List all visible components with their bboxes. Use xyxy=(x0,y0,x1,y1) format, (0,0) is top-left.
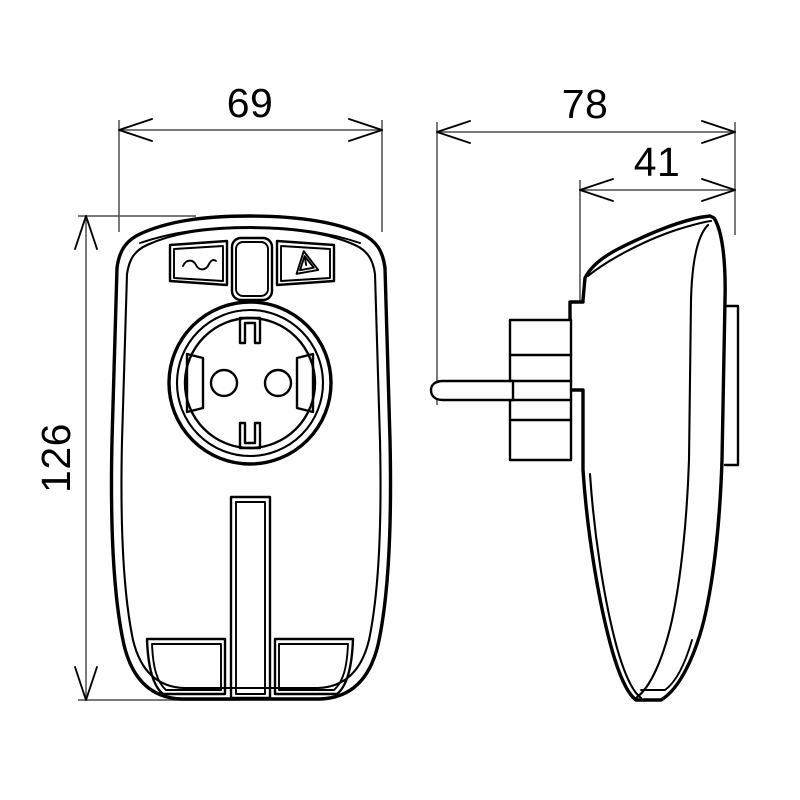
lower-right-panel-inner xyxy=(278,643,349,691)
socket-earth-contact-right xyxy=(295,352,315,414)
side-view xyxy=(429,214,740,702)
housing-inner-outline xyxy=(120,226,382,690)
lower-right-panel xyxy=(273,637,355,696)
dimension-height-126: 126 xyxy=(33,215,240,701)
arrowhead-right-icon xyxy=(701,120,736,144)
warning-triangle-inner xyxy=(299,255,315,272)
dimension-label-78: 78 xyxy=(562,81,609,127)
housing-profile-inner-curve xyxy=(634,223,710,700)
status-window-right-frame xyxy=(275,239,336,287)
socket-pin-hole-left xyxy=(209,368,239,398)
lower-left-panel-inner xyxy=(151,643,222,691)
dimension-depth-41: 41 xyxy=(579,139,736,320)
status-window-right-inner xyxy=(280,245,331,282)
warning-triangle-outer xyxy=(295,250,320,275)
socket-middle-ring xyxy=(175,308,325,458)
warning-triangle-icon xyxy=(295,250,320,275)
status-window-left-frame xyxy=(168,239,229,287)
lower-center-strip-inner xyxy=(235,501,266,695)
rear-edge-tab xyxy=(723,304,740,467)
warning-exclamation-bar xyxy=(304,258,308,266)
lower-center-strip-outline xyxy=(229,495,272,700)
lower-center-strip xyxy=(229,495,272,700)
status-window-right xyxy=(275,239,336,287)
center-button-outline[interactable] xyxy=(230,236,274,302)
plug-boss-outline xyxy=(508,318,573,462)
housing-bottom-lip xyxy=(640,639,693,691)
housing-lower-bezel-sweep xyxy=(588,472,643,700)
arrowhead-right-icon xyxy=(348,118,383,142)
arrowhead-bottom-icon xyxy=(74,666,98,701)
dimension-label-126: 126 xyxy=(33,423,79,493)
plug-pin xyxy=(429,379,515,402)
arrowhead-left-icon xyxy=(579,178,614,202)
center-button[interactable] xyxy=(230,236,274,302)
arrowhead-left-icon xyxy=(118,118,153,142)
socket-slot-bottom xyxy=(238,421,262,450)
schuko-socket xyxy=(167,300,333,466)
lower-left-panel-outline xyxy=(145,637,227,696)
arrowhead-right-icon xyxy=(701,178,736,202)
socket-slot-top xyxy=(238,316,262,345)
housing-profile-outline xyxy=(568,214,727,702)
lower-right-panel-outline xyxy=(273,637,355,696)
socket-outer-ring xyxy=(167,300,333,466)
lower-left-panel xyxy=(145,637,227,696)
front-view xyxy=(109,214,393,701)
housing-front-bezel-sweep xyxy=(586,219,713,278)
status-window-left xyxy=(168,239,229,287)
arrowhead-left-icon xyxy=(436,120,471,144)
dimension-width-69: 69 xyxy=(118,80,383,232)
dimension-depth-78: 78 xyxy=(436,81,736,405)
dimension-label-69: 69 xyxy=(227,80,274,126)
status-window-left-inner xyxy=(173,245,224,282)
socket-earth-contact-left xyxy=(185,352,205,414)
top-face-line xyxy=(139,226,361,244)
socket-pin-hole-right xyxy=(263,368,293,398)
sine-wave-icon xyxy=(182,259,217,271)
arrowhead-top-icon xyxy=(74,215,98,250)
plug-boss xyxy=(508,318,573,462)
center-button-inner xyxy=(235,241,269,297)
dimension-label-41: 41 xyxy=(634,139,681,185)
